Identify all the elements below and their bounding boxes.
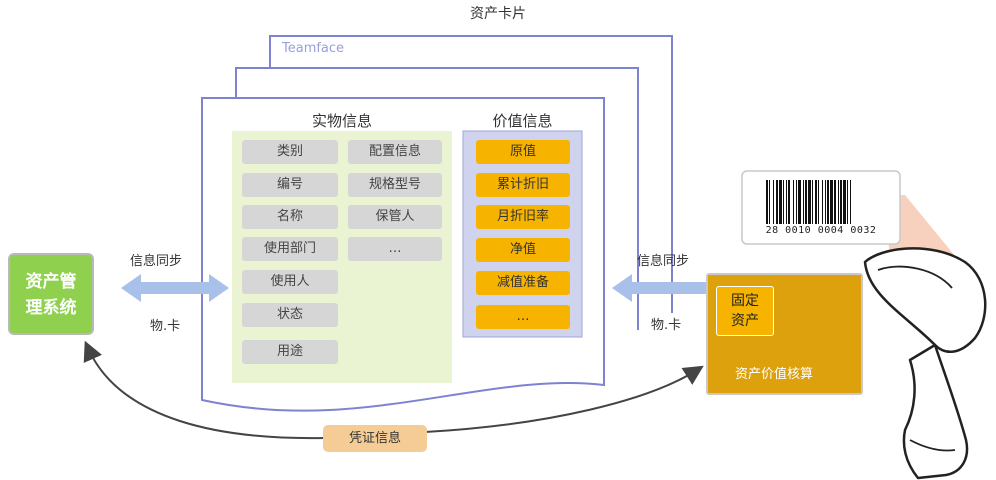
- barcode-bar: [786, 180, 787, 224]
- fixed-asset-line1: 固定: [731, 293, 759, 309]
- value-field: 月折旧率: [476, 205, 570, 229]
- barcode-bar: [827, 180, 829, 224]
- value-field: …: [476, 305, 570, 329]
- left-sync-label: 信息同步: [130, 254, 183, 269]
- barcode-bar: [783, 180, 784, 224]
- left-sync-arrow: [121, 274, 229, 302]
- value-field: 累计折旧: [476, 173, 570, 197]
- barcode-bars: [766, 180, 851, 224]
- barcode-number: 28 0010 0004 0032: [765, 225, 877, 236]
- value-field: 减值准备: [476, 271, 570, 295]
- barcode-bar: [776, 180, 778, 224]
- barcode-bar: [818, 180, 819, 224]
- right-sync-arrow: [612, 274, 736, 302]
- barcode-bar: [773, 180, 774, 224]
- physical-field: 用途: [242, 340, 338, 364]
- barcode-bar: [840, 180, 842, 224]
- barcode-bar: [779, 180, 782, 224]
- voucher-arrow-left: [83, 340, 326, 440]
- physical-field: 名称: [242, 205, 338, 229]
- barcode-bar: [825, 180, 826, 224]
- voucher-info-pill: 凭证信息: [323, 425, 427, 452]
- barcode-bar: [808, 180, 811, 224]
- barcode-bar: [805, 180, 807, 224]
- physical-field: 编号: [242, 173, 338, 197]
- asset-management-system-box: 资产管 理系统: [8, 253, 94, 335]
- barcode-bar: [796, 180, 797, 224]
- barcode-bar: [798, 180, 801, 224]
- asset-system-line2: 理系统: [25, 298, 77, 318]
- physical-field: 类别: [242, 140, 338, 164]
- physical-field: 保管人: [348, 205, 442, 229]
- right-card-label: 物.卡: [651, 318, 682, 333]
- physical-field: 使用部门: [242, 237, 338, 261]
- barcode-bar: [769, 180, 770, 224]
- barcode-bar: [834, 180, 836, 224]
- barcode-bar: [815, 180, 817, 224]
- barcode-bar: [788, 180, 790, 224]
- asset-system-line1: 资产管: [25, 272, 77, 292]
- physical-field: 使用人: [242, 270, 338, 294]
- value-info-title: 价值信息: [492, 112, 553, 130]
- physical-field: 配置信息: [348, 140, 442, 164]
- value-accounting-box: 固定 资产 资产价值核算: [706, 273, 863, 395]
- value-info-panel: [462, 130, 583, 338]
- fixed-asset-line2: 资产: [731, 313, 759, 329]
- barcode-bar: [850, 180, 851, 224]
- barcode-bar: [822, 180, 823, 224]
- barcode-scanner-icon: [863, 247, 987, 480]
- barcode-bar: [847, 180, 848, 224]
- value-accounting-label: 资产价值核算: [735, 367, 814, 382]
- physical-field: 状态: [242, 303, 338, 327]
- physical-info-title: 实物信息: [311, 112, 372, 130]
- barcode-bar: [843, 180, 846, 224]
- barcode-bar: [830, 180, 833, 224]
- card-brand: Teamface: [282, 41, 345, 56]
- value-field: 原值: [476, 140, 570, 164]
- physical-field: …: [348, 237, 442, 261]
- left-card-label: 物.卡: [150, 319, 181, 334]
- barcode-bar: [803, 180, 804, 224]
- physical-field: 规格型号: [348, 173, 442, 197]
- diagram-title: 资产卡片: [470, 6, 526, 22]
- voucher-arrow-right: [424, 365, 704, 433]
- right-sync-label: 信息同步: [637, 254, 690, 269]
- barcode-bar: [793, 180, 794, 224]
- barcode-bar: [766, 180, 768, 224]
- barcode-bar: [838, 180, 839, 224]
- value-field: 净值: [476, 238, 570, 262]
- fixed-asset-box: 固定 资产: [716, 286, 774, 336]
- barcode-bar: [812, 180, 813, 224]
